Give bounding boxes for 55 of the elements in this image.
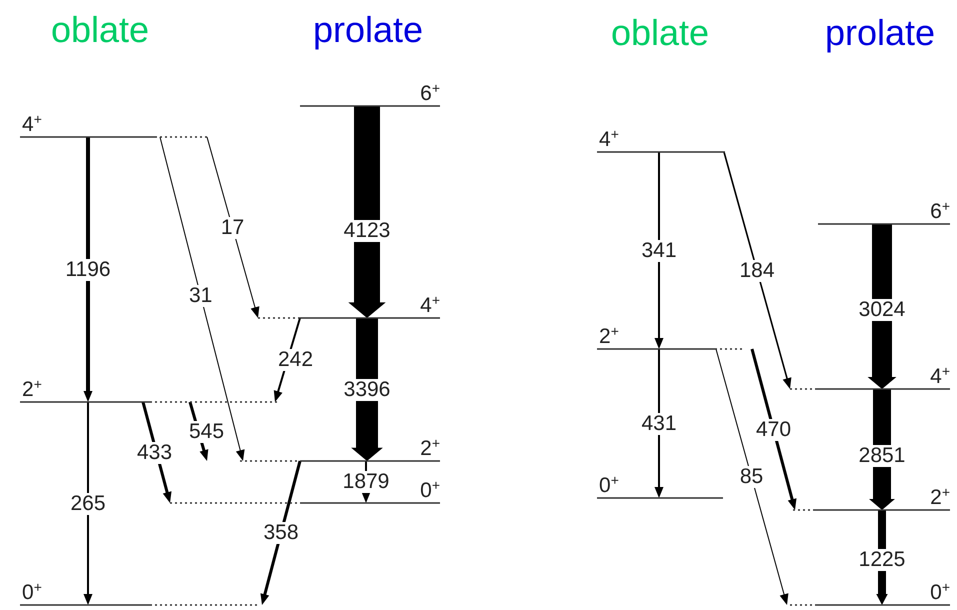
spin-label: 0$^{+}$	[930, 582, 950, 603]
transition-arrow	[716, 348, 788, 605]
edge-label: 3024	[858, 298, 906, 321]
edge-label: 1225	[858, 549, 906, 572]
transition-arrow	[160, 136, 245, 461]
edge-label: 545	[188, 420, 226, 442]
edge-label: 184	[738, 260, 776, 282]
energy-level	[20, 114, 210, 138]
energy-level	[790, 582, 950, 606]
edge-label: 341	[640, 240, 678, 262]
column-heading: prolate	[312, 10, 424, 50]
energy-level	[597, 326, 745, 350]
edge-label: 17	[220, 216, 246, 238]
edge-label: 433	[136, 442, 174, 464]
spin-label: 2$^{+}$	[420, 438, 440, 459]
energy-level	[818, 201, 950, 225]
spin-label: 2$^{+}$	[22, 379, 42, 400]
spin-label: 4$^{+}$	[599, 129, 619, 150]
energy-level	[20, 379, 280, 403]
column-heading: oblate	[50, 10, 150, 50]
energy-level	[20, 582, 260, 606]
spin-label: 0$^{+}$	[420, 480, 440, 501]
column-heading: prolate	[824, 13, 936, 53]
edge-label: 358	[262, 522, 300, 544]
spin-label: 4$^{+}$	[22, 114, 42, 135]
edge-label: 431	[640, 412, 678, 434]
transition-arrow	[723, 152, 792, 389]
edge-label: 1196	[64, 258, 112, 280]
spin-label: 2$^{+}$	[599, 326, 619, 347]
edge-label: 265	[69, 492, 107, 514]
energy-level	[258, 295, 440, 319]
spin-label: 2$^{+}$	[930, 487, 950, 508]
energy-level	[790, 366, 950, 390]
column-heading: oblate	[610, 13, 710, 53]
spin-label: 4$^{+}$	[420, 295, 440, 316]
edge-label: 2851	[858, 444, 906, 467]
spin-label: 6$^{+}$	[930, 201, 950, 222]
energy-level	[597, 129, 725, 153]
spin-label: 0$^{+}$	[22, 582, 42, 603]
edge-label: 85	[738, 466, 764, 488]
energy-level	[597, 475, 723, 499]
edge-label: 4123	[342, 220, 392, 242]
energy-level	[240, 438, 440, 462]
transition-arrow	[206, 136, 260, 318]
transition-arrow	[84, 402, 92, 605]
spin-label: 0$^{+}$	[599, 475, 619, 496]
edge-label: 470	[754, 418, 792, 440]
energy-level	[300, 83, 440, 107]
transition-arrow	[84, 137, 92, 402]
energy-level	[793, 487, 950, 511]
edge-label: 242	[276, 349, 314, 371]
spin-label: 4$^{+}$	[930, 366, 950, 387]
edge-label: 31	[188, 284, 214, 307]
spin-label: 6$^{+}$	[420, 83, 440, 104]
edge-label: 3396	[342, 378, 392, 400]
